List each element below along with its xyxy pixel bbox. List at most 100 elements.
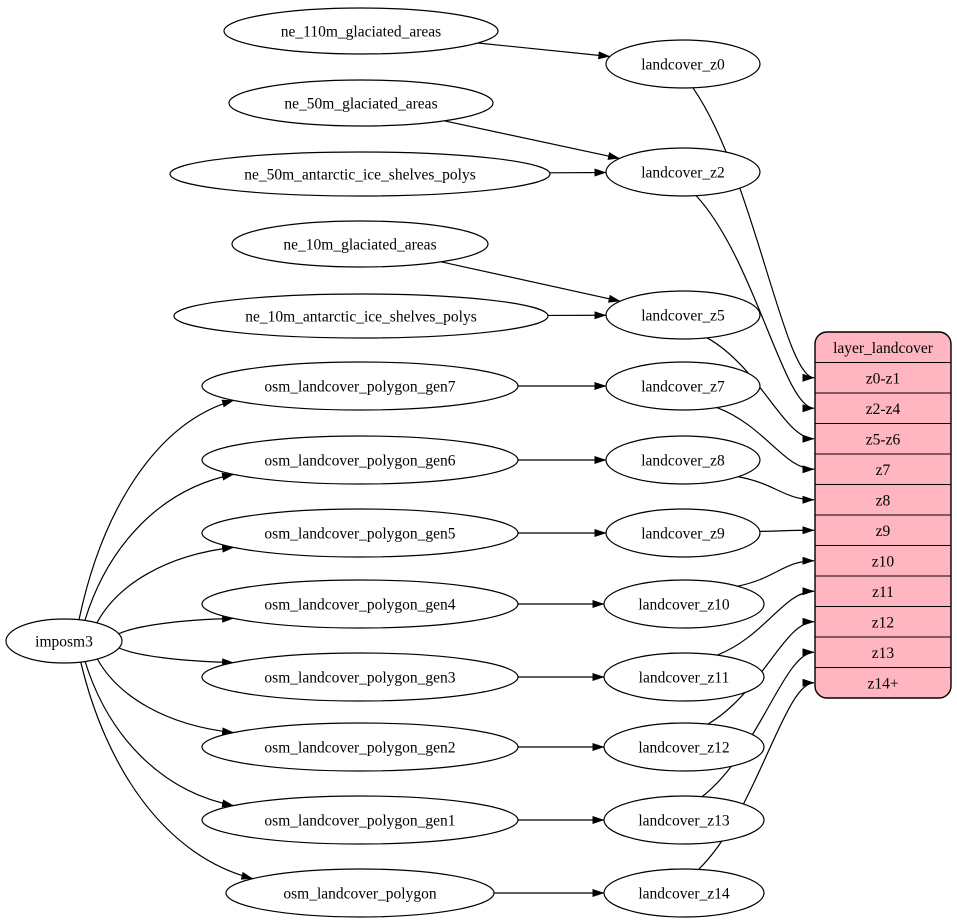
table-row-z0-z1: z0-z1 <box>866 370 900 387</box>
row-label: z7 <box>876 462 891 479</box>
node-label: osm_landcover_polygon_gen3 <box>264 670 455 687</box>
edge-imposm3-to-osm-landcover-polygon-gen7 <box>78 399 235 620</box>
node-label: ne_110m_glaciated_areas <box>281 24 441 41</box>
osm-landcover-polygon-gen5-ellipse <box>201 508 519 558</box>
table-row-z11: z11 <box>872 584 894 601</box>
node-label: osm_landcover_polygon <box>283 886 437 903</box>
edge-ne-50m-glaciated-areas-to-landcover-z2 <box>444 120 621 160</box>
table-row-z13: z13 <box>872 645 895 662</box>
edge-landcover-z10-to-z10 <box>737 556 815 587</box>
imposm3-ellipse <box>5 618 123 664</box>
table-title: layer_landcover <box>833 340 934 357</box>
edge-landcover-z8-to-z8 <box>738 476 815 504</box>
row-label: z8 <box>876 492 891 509</box>
table-row-z10: z10 <box>872 553 895 570</box>
node-osm-landcover-polygon-gen5: osm_landcover_polygon_gen5 <box>201 508 519 558</box>
row-label: z2-z4 <box>866 401 901 418</box>
node-landcover-z11: landcover_z11 <box>603 652 765 702</box>
edge-imposm3-to-osm-landcover-polygon-gen1 <box>84 661 235 808</box>
node-landcover-z9: landcover_z9 <box>605 508 761 558</box>
table-row-z7: z7 <box>876 462 891 479</box>
osm-landcover-polygon-ellipse <box>225 868 495 918</box>
node-landcover-z2: landcover_z2 <box>605 147 761 197</box>
edge-landcover-z9-to-z9 <box>759 526 815 535</box>
node-label: landcover_z11 <box>639 670 730 687</box>
landcover-z2-ellipse <box>605 147 761 197</box>
node-label: imposm3 <box>35 634 93 651</box>
node-label: osm_landcover_polygon_gen5 <box>264 526 455 543</box>
ne-50m-antarctic-ice-shelves-polys-ellipse <box>169 151 551 197</box>
osm-landcover-polygon-gen4-ellipse <box>201 579 519 629</box>
ne-10m-glaciated-areas-ellipse <box>231 220 489 268</box>
node-landcover-z10: landcover_z10 <box>603 579 765 629</box>
node-label: landcover_z14 <box>638 886 729 903</box>
osm-landcover-polygon-gen7-ellipse <box>201 361 519 411</box>
edge-landcover-z14-to-z14plus <box>698 678 815 870</box>
edge-landcover-z13-to-z13 <box>701 648 815 798</box>
node-imposm3: imposm3 <box>5 618 123 664</box>
node-label: osm_landcover_polygon_gen4 <box>264 597 455 614</box>
node-osm-landcover-polygon-gen7: osm_landcover_polygon_gen7 <box>201 361 519 411</box>
edge-landcover-z2-to-z2-z4 <box>695 195 815 413</box>
edge-imposm3-to-osm-landcover-polygon-gen2 <box>96 658 235 736</box>
node-ne-50m-glaciated-areas: ne_50m_glaciated_areas <box>228 79 494 127</box>
edge-landcover-z5-to-z5-z6 <box>706 337 815 443</box>
node-ne-50m-antarctic-ice-shelves-polys: ne_50m_antarctic_ice_shelves_polys <box>169 151 551 197</box>
node-label: ne_50m_glaciated_areas <box>284 96 437 113</box>
node-label: landcover_z13 <box>638 813 729 830</box>
landcover-z13-ellipse <box>603 795 765 845</box>
edge-imposm3-to-osm-landcover-polygon-gen3 <box>118 647 235 667</box>
landcover-z5-ellipse <box>605 290 761 340</box>
table-row-z2-z4: z2-z4 <box>866 401 901 418</box>
node-landcover-z14: landcover_z14 <box>603 868 765 918</box>
node-osm-landcover-polygon-gen6: osm_landcover_polygon_gen6 <box>201 435 519 485</box>
landcover-z11-ellipse <box>603 652 765 702</box>
ne-50m-glaciated-areas-ellipse <box>228 79 494 127</box>
landcover-z12-ellipse <box>603 722 765 772</box>
edge-imposm3-to-osm-landcover-polygon-gen6 <box>84 472 235 621</box>
ne-110m-glaciated-areas-ellipse <box>223 7 499 55</box>
table-row-z5-z6: z5-z6 <box>866 431 901 448</box>
edge-landcover-z7-to-z7 <box>716 406 815 474</box>
node-landcover-z13: landcover_z13 <box>603 795 765 845</box>
node-ne-110m-glaciated-areas: ne_110m_glaciated_areas <box>223 7 499 55</box>
node-label: landcover_z9 <box>641 526 725 543</box>
node-label: ne_50m_antarctic_ice_shelves_polys <box>244 167 476 184</box>
node-label: landcover_z5 <box>641 308 725 325</box>
edge-imposm3-to-osm-landcover-polygon-gen4 <box>118 614 235 635</box>
node-landcover-z8: landcover_z8 <box>605 435 761 485</box>
landcover-z14-ellipse <box>603 868 765 918</box>
edge-landcover-z11-to-z11 <box>716 587 815 656</box>
landcover-z9-ellipse <box>605 508 761 558</box>
node-osm-landcover-polygon-gen4: osm_landcover_polygon_gen4 <box>201 579 519 629</box>
edge-landcover-z12-to-z12 <box>707 617 815 725</box>
node-osm-landcover-polygon-gen3: osm_landcover_polygon_gen3 <box>201 652 519 702</box>
node-landcover-z7: landcover_z7 <box>605 361 761 411</box>
table-row-z8: z8 <box>876 492 891 509</box>
edge-ne-10m-glaciated-areas-to-landcover-z5 <box>440 261 621 303</box>
row-label: z12 <box>872 614 894 631</box>
nodes-layer: imposm3 ne_110m_glaciated_areas ne_50m_gla… <box>5 7 765 918</box>
node-ne-10m-glaciated-areas: ne_10m_glaciated_areas <box>231 220 489 268</box>
landcover-z0-ellipse <box>605 39 761 89</box>
node-landcover-z5: landcover_z5 <box>605 290 761 340</box>
node-label: ne_10m_glaciated_areas <box>283 237 436 254</box>
row-label: z9 <box>876 523 891 540</box>
node-label: landcover_z10 <box>638 597 729 614</box>
edge-imposm3-to-osm-landcover-polygon <box>80 661 254 880</box>
node-label: osm_landcover_polygon_gen6 <box>264 453 455 470</box>
edge-landcover-z0-to-z0-z1 <box>692 87 815 382</box>
osm-landcover-polygon-gen6-ellipse <box>201 435 519 485</box>
osm-landcover-polygon-gen1-ellipse <box>201 795 519 845</box>
landcover-z7-ellipse <box>605 361 761 411</box>
node-label: osm_landcover_polygon_gen7 <box>264 379 455 396</box>
table-row-z14plus: z14+ <box>867 675 898 692</box>
row-label: z11 <box>872 584 894 601</box>
node-osm-landcover-polygon-gen1: osm_landcover_polygon_gen1 <box>201 795 519 845</box>
node-label: landcover_z2 <box>641 165 725 182</box>
edge-ne-110m-glaciated-areas-to-landcover-z0 <box>477 42 611 60</box>
edge-imposm3-to-osm-landcover-polygon-gen5 <box>96 544 235 624</box>
table-row-z12: z12 <box>872 614 894 631</box>
